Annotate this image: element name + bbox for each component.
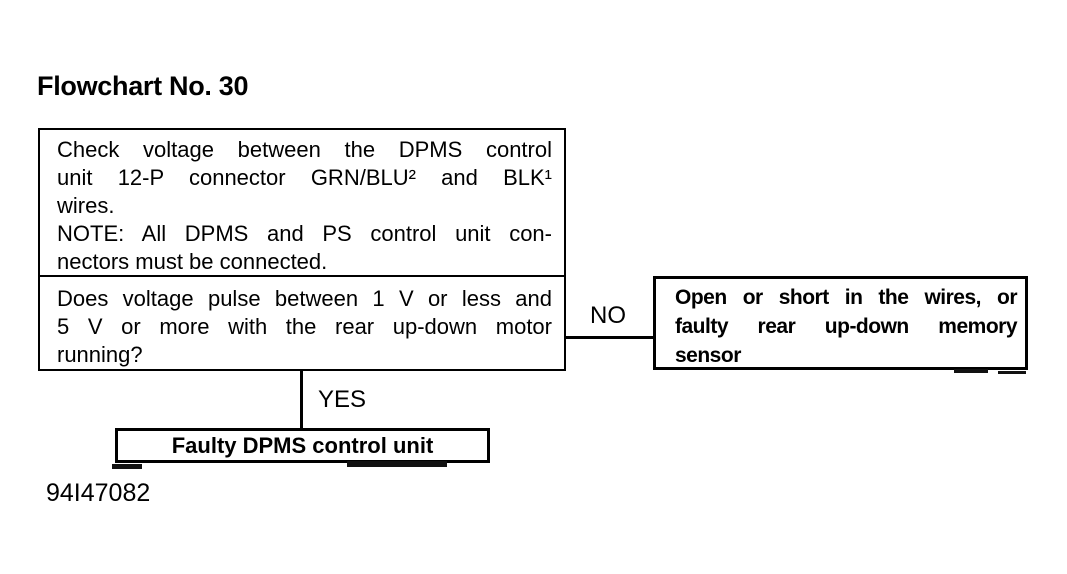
no-result-box: Open or short in the wires, or faulty re… — [653, 276, 1028, 370]
scan-artifact — [954, 369, 988, 373]
no-label: NO — [590, 302, 626, 329]
question-box-line: running? — [57, 342, 143, 367]
check-box-line: NOTE: All DPMS and PS control unit con- — [57, 221, 552, 246]
scan-artifact — [112, 464, 142, 469]
no-result-line: faulty rear up-down memory — [675, 315, 1018, 338]
question-box-line: Does voltage pulse between 1 V or less a… — [57, 286, 552, 311]
scan-artifact — [998, 371, 1026, 374]
check-voltage-box: Check voltage between the DPMS control u… — [38, 128, 566, 277]
question-box: Does voltage pulse between 1 V or less a… — [38, 275, 566, 371]
check-box-line: nectors must be connected. — [57, 249, 328, 274]
question-box-line: 5 V or more with the rear up-down motor — [57, 314, 552, 339]
no-result-line: sensor — [675, 344, 741, 367]
yes-result-box: Faulty DPMS control unit — [115, 428, 490, 463]
scan-artifact — [347, 461, 447, 467]
no-result-line: Open or short in the wires, or — [675, 286, 1018, 309]
page-title: Flowchart No. 30 — [37, 71, 249, 101]
check-box-line: unit 12-P connector GRN/BLU² and BLK¹ — [57, 165, 552, 190]
figure-code: 94I47082 — [46, 479, 151, 507]
check-box-line: Check voltage between the DPMS control — [57, 137, 552, 162]
check-box-line: wires. — [57, 193, 115, 218]
no-connector-line — [564, 336, 653, 339]
yes-label: YES — [318, 386, 367, 413]
yes-connector-line — [300, 371, 303, 428]
